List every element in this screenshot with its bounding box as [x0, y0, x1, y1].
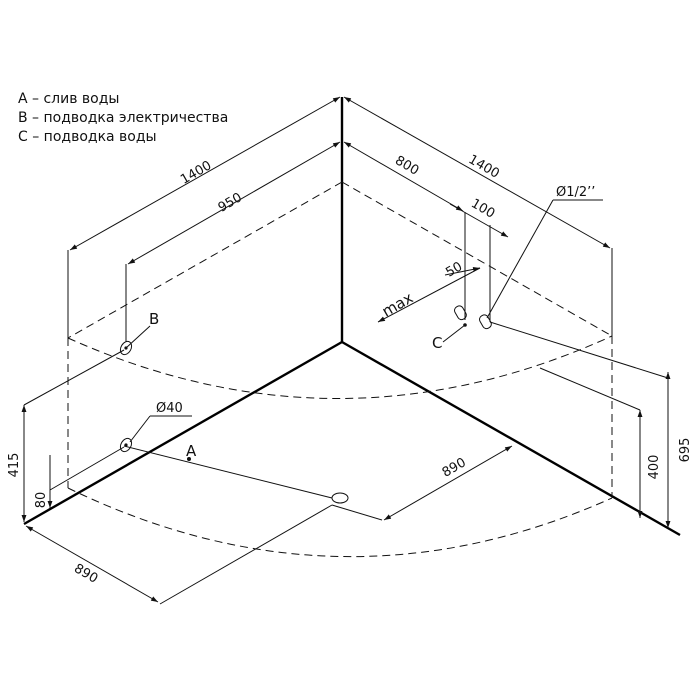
right-dimensions	[489, 321, 671, 528]
floor-right-edge	[341, 340, 681, 537]
drain-point-a-dot	[187, 457, 191, 461]
ext-front-right	[331, 504, 383, 521]
dim-text-890-left: 890	[71, 561, 100, 586]
dim-text-1400-left: 1400	[178, 158, 214, 188]
bathtub-outline	[67, 181, 613, 558]
dim-line-right-800	[343, 141, 464, 212]
drain-outlet	[119, 437, 133, 453]
dim-text-100: 100	[468, 196, 497, 221]
dim-text-950: 950	[216, 190, 245, 215]
point-labels: B A C	[149, 310, 442, 460]
dim-text-890-right: 890	[440, 455, 469, 480]
dim-line-100	[449, 203, 509, 238]
dim-line-right-1400	[343, 96, 611, 249]
ext-drain-height	[49, 446, 125, 491]
connection-points	[119, 305, 492, 504]
dim-text-50: 50	[443, 259, 465, 280]
rim-front-arc	[67, 335, 613, 399]
dim-text-drain-diameter: Ø40	[156, 401, 183, 416]
water-pipe-hot	[453, 305, 467, 321]
dim-text-1400-right: 1400	[466, 152, 502, 182]
dim-text-800: 800	[392, 153, 421, 178]
left-dimensions	[21, 349, 192, 522]
leader-drain-diameter	[129, 415, 151, 443]
electric-connection-b	[119, 340, 133, 356]
ext-400-top	[539, 367, 641, 411]
drain-floor-outlet	[331, 492, 349, 504]
leader-pipe-diameter	[486, 199, 554, 319]
dim-line-890-right	[383, 445, 513, 521]
water-point-c-dot	[463, 323, 467, 327]
drain-connection-line	[123, 445, 333, 499]
bottom-front-arc	[67, 487, 613, 558]
dim-text-415: 415	[7, 453, 22, 478]
water-pipe-cold	[478, 314, 492, 330]
top-dimensions	[67, 96, 613, 342]
ext-695-top	[489, 321, 669, 379]
wall-edges	[23, 97, 681, 537]
ext-front-left	[159, 504, 333, 605]
dim-text-400: 400	[647, 455, 662, 480]
label-b: B	[149, 310, 159, 328]
dimension-texts: 1400 950 1400 800 100 50 max Ø1/2’’ Ø40 …	[7, 152, 693, 586]
dim-line-max	[377, 267, 481, 323]
bottom-dimensions	[25, 445, 513, 605]
dim-text-695: 695	[678, 438, 693, 463]
dim-line-50	[444, 266, 481, 276]
dim-text-max: max	[379, 289, 416, 321]
dim-text-pipe-diameter: Ø1/2’’	[556, 185, 595, 200]
dim-line-890-left	[25, 525, 159, 603]
leader-c	[442, 324, 466, 343]
label-a: A	[186, 442, 197, 460]
label-c: C	[432, 334, 442, 352]
rim-left-back	[67, 181, 343, 339]
drain-outlet-dot	[124, 443, 128, 447]
dim-line-left-950	[127, 141, 341, 265]
ext-b-height	[23, 349, 125, 406]
floor-left-edge	[23, 340, 343, 526]
dim-text-80: 80	[34, 492, 49, 509]
leader-b	[125, 325, 151, 349]
